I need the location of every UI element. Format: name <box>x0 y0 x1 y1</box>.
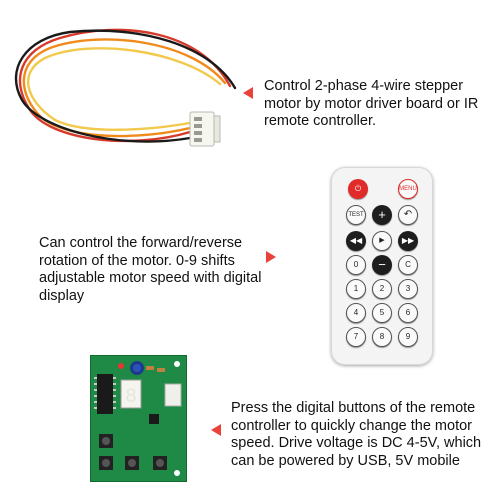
digit-9-button: 9 <box>398 327 418 347</box>
fast-forward-button-icon: ▶▶ <box>398 231 418 251</box>
caption-middle: Can control the forward/reverse rotation… <box>39 235 262 304</box>
caption-bottom: Press the digital buttons of the remote … <box>231 400 482 469</box>
digit-4-button: 4 <box>346 303 366 323</box>
c-button: C <box>398 255 418 275</box>
digit-8-button: 8 <box>372 327 392 347</box>
driver-board-image: 8 <box>90 355 187 482</box>
seven-segment-display: 8 <box>125 386 137 409</box>
ir-remote-image: ⏻ MENU TEST + ↶ ◀◀ ▶ ▶▶ 0 − C 1 2 3 4 5 … <box>331 167 433 365</box>
digit-7-button: 7 <box>346 327 366 347</box>
caption-top: Control 2-phase 4-wire stepper motor by … <box>264 78 479 129</box>
middle-caption-arrow-icon <box>266 251 276 263</box>
digit-0-button: 0 <box>346 255 366 275</box>
digit-1-button: 1 <box>346 279 366 299</box>
plus-button-icon: + <box>372 205 392 225</box>
wire-red <box>18 28 232 143</box>
digit-3-button: 3 <box>398 279 418 299</box>
back-button-icon: ↶ <box>398 205 418 225</box>
top-caption-arrow-icon <box>243 87 253 99</box>
minus-button-icon: − <box>372 255 392 275</box>
digit-2-button: 2 <box>372 279 392 299</box>
bottom-caption-arrow-icon <box>211 424 221 436</box>
stepper-wire-harness-image <box>14 28 237 147</box>
test-button-icon: TEST <box>346 205 366 225</box>
digit-6-button: 6 <box>398 303 418 323</box>
play-button-icon: ▶ <box>372 231 392 251</box>
rewind-button-icon: ◀◀ <box>346 231 366 251</box>
power-button-icon: ⏻ <box>348 179 368 199</box>
menu-button-icon: MENU <box>398 179 418 199</box>
wire-orange <box>22 38 227 138</box>
digit-5-button: 5 <box>372 303 392 323</box>
wire-yellow <box>27 47 222 131</box>
wire-black <box>14 29 237 143</box>
driver-board-drawing: 8 <box>94 361 182 476</box>
